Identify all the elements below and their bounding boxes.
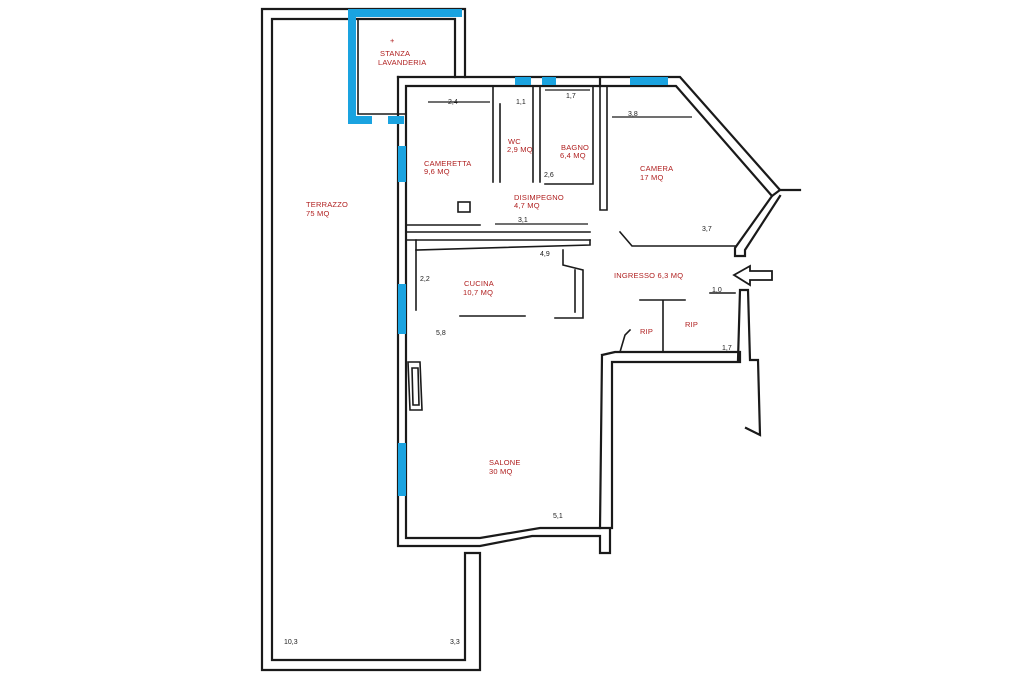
dim-3-7: 3,7 bbox=[702, 226, 712, 233]
dim-3-1: 3,1 bbox=[518, 217, 528, 224]
rip2-name: RIP bbox=[685, 320, 698, 329]
laundry-inner-wall bbox=[357, 18, 406, 115]
dimension-lines bbox=[428, 89, 692, 225]
cameretta-area: 9,6 MQ bbox=[424, 167, 450, 176]
rip-door bbox=[619, 328, 632, 353]
wc-area: 2,9 MQ bbox=[507, 145, 533, 154]
laundry-walls bbox=[357, 18, 406, 115]
salone-column-inner bbox=[411, 367, 420, 406]
terrace-walls bbox=[260, 7, 482, 672]
wc-name: WC bbox=[508, 137, 521, 146]
camera-left-wall bbox=[599, 85, 608, 211]
camera-area: 17 MQ bbox=[640, 173, 664, 182]
dim-2-6: 2,6 bbox=[544, 172, 554, 179]
laundry-name-2: LAVANDERIA bbox=[378, 58, 426, 67]
cucina-area: 10,7 MQ bbox=[463, 288, 493, 297]
terrazzo-area: 75 MQ bbox=[306, 209, 330, 218]
ingresso-name: INGRESSO 6,3 MQ bbox=[614, 271, 683, 280]
ingresso-cross-wall bbox=[639, 299, 686, 353]
bagno-name: BAGNO bbox=[561, 143, 589, 152]
rip1-name: RIP bbox=[640, 327, 653, 336]
cucina-top-wall bbox=[415, 239, 591, 251]
dim-5-8: 5,8 bbox=[436, 330, 446, 337]
camera-bottom-wall bbox=[618, 230, 736, 247]
disimpegno-area: 4,7 MQ bbox=[514, 201, 540, 210]
salone-name: SALONE bbox=[489, 458, 521, 467]
interior-walls bbox=[405, 85, 736, 411]
apartment-walls bbox=[396, 75, 802, 555]
dim-2-2: 2,2 bbox=[420, 276, 430, 283]
apartment-outer-wall bbox=[396, 75, 612, 555]
salone-area: 30 MQ bbox=[489, 467, 513, 476]
dim-1-7-top: 1,7 bbox=[566, 93, 576, 100]
dim-4-9: 4,9 bbox=[540, 251, 550, 258]
dim-1-0: 1,0 bbox=[712, 287, 722, 294]
dim-1-7-rip: 1,7 bbox=[722, 345, 732, 352]
dim-3-3: 3,3 bbox=[450, 639, 460, 646]
rip-bottom-wall bbox=[598, 350, 742, 530]
laundry-name: STANZA bbox=[380, 49, 410, 58]
camera-outer-wall bbox=[598, 84, 802, 258]
dim-1-1: 1,1 bbox=[516, 99, 526, 106]
disimpegno-cabinet bbox=[457, 201, 471, 213]
bagno-area: 6,4 MQ bbox=[560, 151, 586, 160]
dimension-labels: 2,4 1,1 1,7 3,8 2,6 3,1 3,7 4,9 2,2 5,8 … bbox=[284, 93, 732, 646]
terrazzo-name: TERRAZZO bbox=[306, 200, 348, 209]
disimpegno-name: DISIMPEGNO bbox=[514, 193, 564, 202]
terrace-outer-wall bbox=[260, 7, 482, 672]
camera-name: CAMERA bbox=[640, 164, 673, 173]
cameretta-name: CAMERETTA bbox=[424, 159, 472, 168]
dim-5-1: 5,1 bbox=[553, 513, 563, 520]
dim-3-8: 3,8 bbox=[628, 111, 638, 118]
bagno-right-wall bbox=[544, 85, 594, 185]
dim-2-4: 2,4 bbox=[448, 99, 458, 106]
dim-10-3: 10,3 bbox=[284, 639, 298, 646]
room-labels: TERRAZZO 75 MQ + STANZA LAVANDERIA CAMER… bbox=[306, 36, 698, 476]
cucina-right-wall bbox=[554, 249, 584, 319]
top-wall-right bbox=[396, 75, 782, 198]
entry-arrow-icon bbox=[732, 264, 773, 287]
cucina-name: CUCINA bbox=[464, 279, 494, 288]
windows bbox=[348, 9, 668, 496]
laundry-mark: + bbox=[390, 36, 395, 45]
wc-bagno-wall bbox=[532, 85, 541, 183]
disimpegno-bottom-wall bbox=[405, 231, 591, 241]
salone-column bbox=[407, 361, 423, 411]
entrance-right-wall bbox=[736, 288, 762, 437]
